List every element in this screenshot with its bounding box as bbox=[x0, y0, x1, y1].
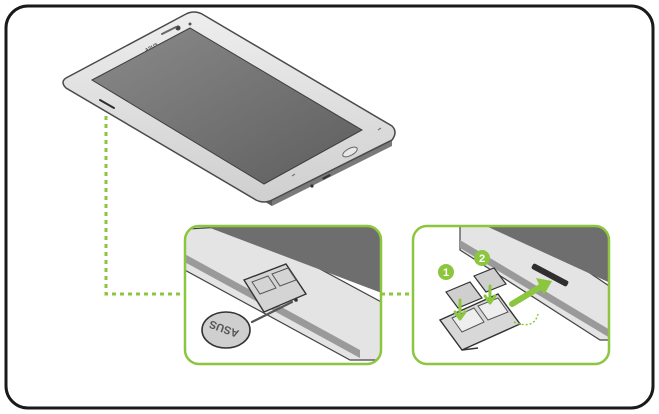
arrow-right-icon bbox=[509, 283, 545, 307]
sim-tray-removed-slot-1 bbox=[451, 307, 485, 333]
sim-tray-slot-2 bbox=[271, 267, 297, 287]
recent-apps-key-icon[interactable] bbox=[377, 127, 382, 131]
sensor-icon bbox=[188, 22, 192, 26]
phone-screen-closeup-right bbox=[486, 226, 609, 292]
sim-tray-slot bbox=[99, 99, 115, 109]
earpiece bbox=[161, 26, 177, 35]
detail-insert-sim: 1 2 bbox=[411, 224, 611, 366]
headphone-jack bbox=[310, 184, 314, 188]
phone-screen bbox=[90, 27, 364, 185]
eject-tool[interactable]: ASUS bbox=[201, 311, 251, 349]
sim-tray-slot-1 bbox=[251, 275, 277, 295]
eject-tool-head bbox=[201, 311, 251, 349]
detail-panel-right-border bbox=[411, 224, 611, 366]
arrow-down-icon bbox=[453, 298, 467, 321]
step-badge-2: 2 bbox=[474, 250, 490, 266]
nano-sim-card-1[interactable] bbox=[445, 281, 483, 309]
phone: ASUS bbox=[62, 11, 396, 206]
back-key-icon[interactable] bbox=[291, 173, 296, 177]
sim-tray-removed[interactable] bbox=[438, 293, 522, 351]
sim-slot-opening bbox=[531, 263, 569, 287]
arrow-down-icon-2 bbox=[483, 284, 497, 305]
sim-tray-eject-hole bbox=[294, 298, 298, 302]
step-badge-1: 1 bbox=[438, 264, 454, 280]
phone-screen-closeup bbox=[205, 226, 381, 300]
step-badge-2-label: 2 bbox=[479, 253, 485, 265]
connector-phone-to-detail bbox=[104, 116, 185, 296]
sim-tray-closeup bbox=[242, 263, 308, 313]
arrow-right-head bbox=[536, 278, 552, 295]
eject-pin bbox=[250, 300, 294, 324]
detail-eject-tool: ASUS bbox=[183, 224, 383, 366]
usb-port bbox=[322, 174, 331, 180]
detail-panel-left-border bbox=[183, 224, 383, 366]
nano-sim-card-2[interactable] bbox=[473, 267, 507, 293]
rotate-hint-icon bbox=[513, 313, 539, 326]
phone-bottom-edge bbox=[272, 140, 392, 206]
sim-tray-handle bbox=[461, 347, 479, 351]
phone-side-band-right bbox=[460, 240, 609, 344]
home-button[interactable] bbox=[341, 145, 358, 159]
step-badge-1-label: 1 bbox=[443, 267, 449, 279]
connector-lines bbox=[104, 116, 413, 296]
